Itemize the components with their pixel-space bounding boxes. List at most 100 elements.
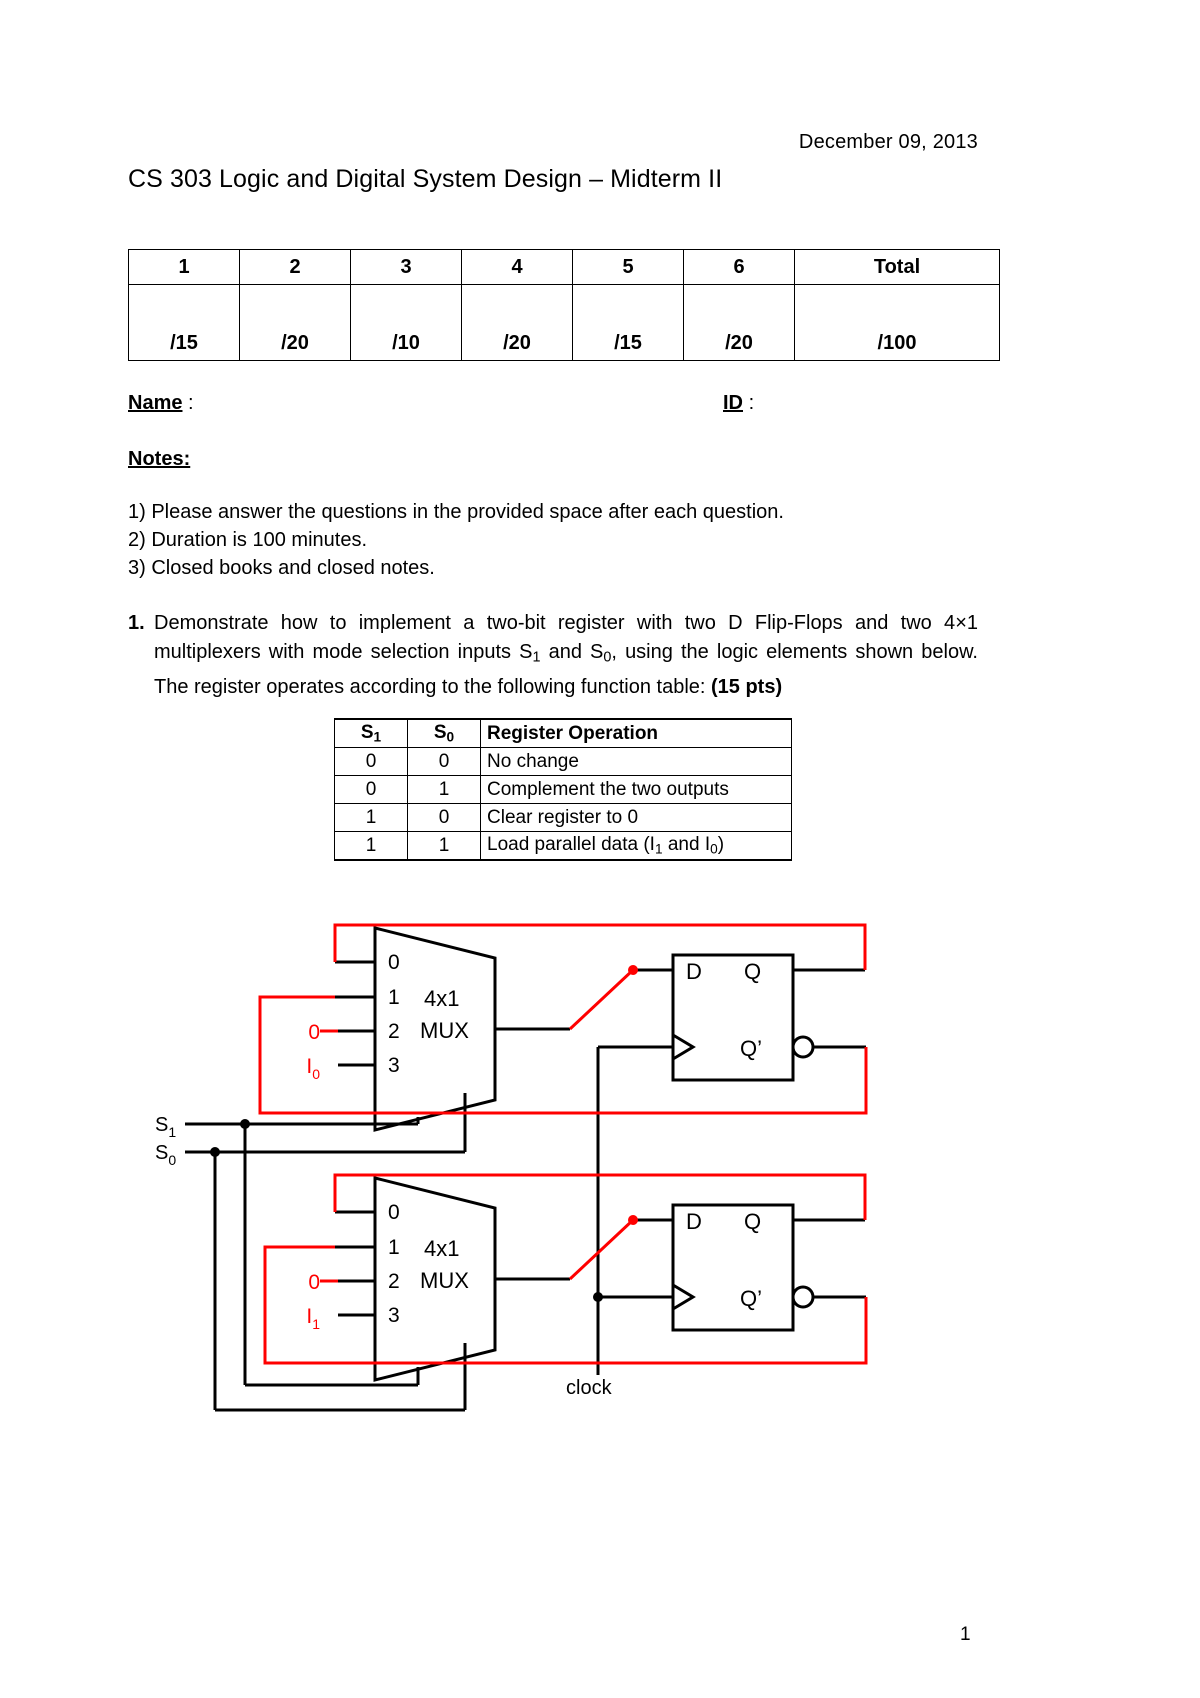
grading-table-points-row: /15 /20 /10 /20 /15 /20 /100 xyxy=(128,284,1000,361)
mux-top-in2-label: 2 xyxy=(388,1020,400,1043)
ff-bottom-d-label: D xyxy=(686,1209,702,1234)
ff-top-shape xyxy=(671,953,795,1082)
ff-bottom-qbar-label: Q’ xyxy=(740,1286,762,1311)
function-table: S1 S0 Register Operation 0 0 No change 0… xyxy=(334,718,792,861)
function-table-row: 0 1 Complement the two outputs xyxy=(334,775,792,804)
q1-line1-a: Demonstrate how to implement a two-bit r… xyxy=(154,612,956,634)
ff-top-q-label: Q xyxy=(744,959,761,984)
q1-points: (15 pts) xyxy=(711,675,783,698)
ff-top-qbar-bubble xyxy=(791,1035,815,1059)
mux-bottom-in3-label: 3 xyxy=(388,1304,400,1327)
mux-bottom-const-zero-label: 0 xyxy=(308,1271,320,1294)
q1-s1-subscript: 1 xyxy=(532,649,541,666)
fn-header-s0: S0 xyxy=(407,718,481,748)
q1-multiply-sign: × xyxy=(955,612,967,634)
feedback-qbar-to-mux-top-in1 xyxy=(258,995,868,1115)
s0-input-label: S0 xyxy=(155,1142,176,1168)
mux-bottom-i1-label: I1 xyxy=(306,1305,320,1332)
id-label: ID xyxy=(723,392,743,414)
q1-line3-a: The register operates according to the f… xyxy=(154,675,711,698)
mux-top-type-line1: 4x1 xyxy=(424,986,459,1011)
feedback-q-to-mux-top-in0 xyxy=(333,923,867,970)
mux-bottom-type-line2: MUX xyxy=(420,1268,469,1293)
ff-top-qbar-label: Q’ xyxy=(740,1036,762,1061)
mux-top-type-line2: MUX xyxy=(420,1018,469,1043)
register-circuit-diagram: 0 1 2 3 4x1 MUX 0 1 2 3 4x1 MUX D Q Q’ D… xyxy=(155,923,868,1412)
fn-row0-operation: No change xyxy=(480,747,792,776)
identity-row: Name : ID : xyxy=(128,392,978,418)
ff-bottom-qbar-bubble xyxy=(791,1285,815,1309)
mux-bottom-type-line1: 4x1 xyxy=(424,1236,459,1261)
clock-label: clock xyxy=(566,1377,613,1399)
mux-top-out-to-d xyxy=(568,968,635,1031)
s1-input-label: S1 xyxy=(155,1114,176,1140)
grading-points-4: /20 xyxy=(461,284,573,361)
ff-bottom-shape xyxy=(671,1203,795,1332)
clock-junction-dot xyxy=(593,1292,603,1302)
grading-points-1: /15 xyxy=(128,284,240,361)
function-table-header-row: S1 S0 Register Operation xyxy=(334,718,792,748)
question-1: 1. Demonstrate how to implement a two-bi… xyxy=(128,609,978,702)
grading-col-2: 2 xyxy=(239,249,351,285)
grading-col-6: 6 xyxy=(683,249,795,285)
fn-row1-s0: 1 xyxy=(407,775,481,804)
note-item-2: 2) Duration is 100 minutes. xyxy=(128,529,368,551)
fn-row3-s1: 1 xyxy=(334,831,408,861)
fn-row0-s1: 0 xyxy=(334,747,408,776)
grading-col-5: 5 xyxy=(572,249,684,285)
grading-points-2: /20 xyxy=(239,284,351,361)
mux-bottom-in1-label: 1 xyxy=(388,1236,400,1259)
grading-points-3: /10 xyxy=(350,284,462,361)
page-title: CS 303 Logic and Digital System Design –… xyxy=(128,165,723,193)
ff-bottom-q-label: Q xyxy=(744,1209,761,1234)
mux-top-out-node xyxy=(628,965,638,975)
question-1-text: Demonstrate how to implement a two-bit r… xyxy=(154,609,978,702)
grading-col-3: 3 xyxy=(350,249,462,285)
q1-line2-c: , using the logic elements shown below. xyxy=(611,641,978,663)
q1-line2-a: multiplexers with mode selection inputs … xyxy=(154,641,533,663)
mux-bottom-in2-label: 2 xyxy=(388,1270,400,1293)
grading-table: 1 2 3 4 5 6 Total /15 /20 /10 /20 /15 /2… xyxy=(128,249,1000,361)
mux-top-in3-label: 3 xyxy=(388,1054,400,1077)
mux-bottom-in0-label: 0 xyxy=(388,1201,400,1224)
feedback-q-to-mux-bottom-in0 xyxy=(333,1173,867,1220)
fn-header-s1: S1 xyxy=(334,718,408,748)
exam-date: December 09, 2013 xyxy=(798,131,978,153)
mux-bottom-out-to-d xyxy=(568,1218,635,1281)
fn-row0-s0: 0 xyxy=(407,747,481,776)
note-item-3: 3) Closed books and closed notes. xyxy=(128,557,435,579)
q1-line3: The register operates according to the f… xyxy=(154,676,782,698)
ff-top-clock-triangle xyxy=(672,1033,696,1061)
page-number: 1 xyxy=(960,1624,971,1645)
ff-bottom-clock-triangle xyxy=(672,1283,696,1311)
mux-top-in1-label: 1 xyxy=(388,986,400,1009)
function-table-row: 1 1 Load parallel data (I1 and I0) xyxy=(334,831,792,861)
mux-top-const-zero-label: 0 xyxy=(308,1021,320,1044)
fn-row3-operation: Load parallel data (I1 and I0) xyxy=(480,831,792,861)
grading-col-4: 4 xyxy=(461,249,573,285)
grading-col-1: 1 xyxy=(128,249,240,285)
grading-points-6: /20 xyxy=(683,284,795,361)
grading-points-5: /15 xyxy=(572,284,684,361)
fn-row3-s0: 1 xyxy=(407,831,481,861)
mux-bottom-shape xyxy=(373,1176,497,1382)
notes-heading: Notes: xyxy=(128,448,191,470)
ff-top-d-label: D xyxy=(686,959,702,984)
id-colon: : xyxy=(748,392,755,414)
mux-top-i0-label: I0 xyxy=(306,1055,320,1082)
fn-row2-operation: Clear register to 0 xyxy=(480,803,792,832)
fn-row2-s1: 1 xyxy=(334,803,408,832)
q1-s0-subscript: 0 xyxy=(603,649,612,666)
note-item-1: 1) Please answer the questions in the pr… xyxy=(128,501,784,523)
mux-bottom-out-node xyxy=(628,1215,638,1225)
grading-col-total: Total xyxy=(794,249,1000,285)
function-table-row: 0 0 No change xyxy=(334,747,792,776)
grading-table-header-row: 1 2 3 4 5 6 Total xyxy=(128,249,1000,285)
function-table-row: 1 0 Clear register to 0 xyxy=(334,803,792,832)
mux-top-shape xyxy=(373,926,497,1132)
name-field-group: Name : xyxy=(128,392,194,415)
name-colon: : xyxy=(188,392,194,414)
fn-row1-s1: 0 xyxy=(334,775,408,804)
feedback-qbar-to-mux-bottom-in1 xyxy=(263,1245,868,1365)
